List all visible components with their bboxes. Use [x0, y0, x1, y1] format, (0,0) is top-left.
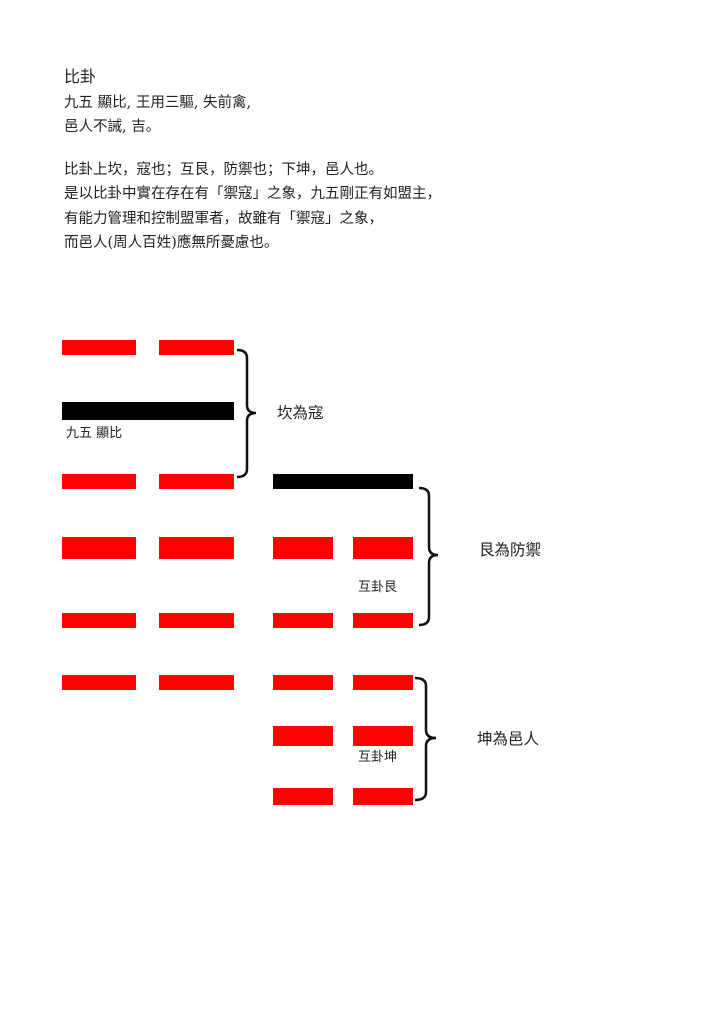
lower-sub-label: 互卦坤: [358, 750, 398, 765]
yin-line-segment: [159, 474, 234, 489]
middle-sub-label: 互卦艮: [358, 580, 398, 595]
yin-line-segment: [353, 788, 413, 805]
commentary-line: 而邑人(周人百姓)應無所憂慮也。: [64, 235, 279, 251]
yin-line-segment: [353, 537, 413, 559]
yin-line-segment: [159, 340, 234, 355]
verse-line: 邑人不誡, 吉。: [64, 119, 161, 135]
yin-line-segment: [159, 537, 234, 559]
commentary-line: 比卦上坎，寇也；互艮，防禦也；下坤，邑人也。: [64, 162, 383, 178]
yin-line-segment: [159, 613, 234, 628]
yin-line-segment: [273, 788, 333, 805]
yang-line: [273, 474, 413, 489]
line-label: 九五 顯比: [66, 426, 123, 441]
brace-upper: [236, 348, 257, 479]
middle-trigram-label: 艮為防禦: [479, 541, 542, 559]
brace-lower: [414, 676, 437, 802]
yin-line-segment: [62, 537, 136, 559]
commentary-line: 有能力管理和控制盟軍者，故雖有「禦寇」之象，: [64, 211, 383, 227]
lower-trigram-label: 坤為邑人: [477, 730, 540, 748]
yin-line-segment: [353, 726, 413, 746]
commentary-line: 是以比卦中實在存在有「禦寇」之象，九五剛正有如盟主，: [64, 186, 441, 202]
yang-line-nine-five: [62, 402, 234, 420]
yin-line-segment: [273, 675, 333, 690]
page-title: 比卦: [64, 67, 97, 86]
yin-line-segment: [353, 613, 413, 628]
yin-line-segment: [159, 675, 234, 690]
yin-line-segment: [62, 474, 136, 489]
yin-line-segment: [273, 537, 333, 559]
yin-line-segment: [62, 340, 136, 355]
yin-line-segment: [62, 675, 136, 690]
yin-line-segment: [273, 726, 333, 746]
yin-line-segment: [353, 675, 413, 690]
brace-middle: [418, 486, 439, 627]
yin-line-segment: [273, 613, 333, 628]
yin-line-segment: [62, 613, 136, 628]
upper-trigram-label: 坎為寇: [277, 404, 324, 422]
verse-line: 九五 顯比, 王用三驅, 失前禽,: [64, 95, 252, 111]
